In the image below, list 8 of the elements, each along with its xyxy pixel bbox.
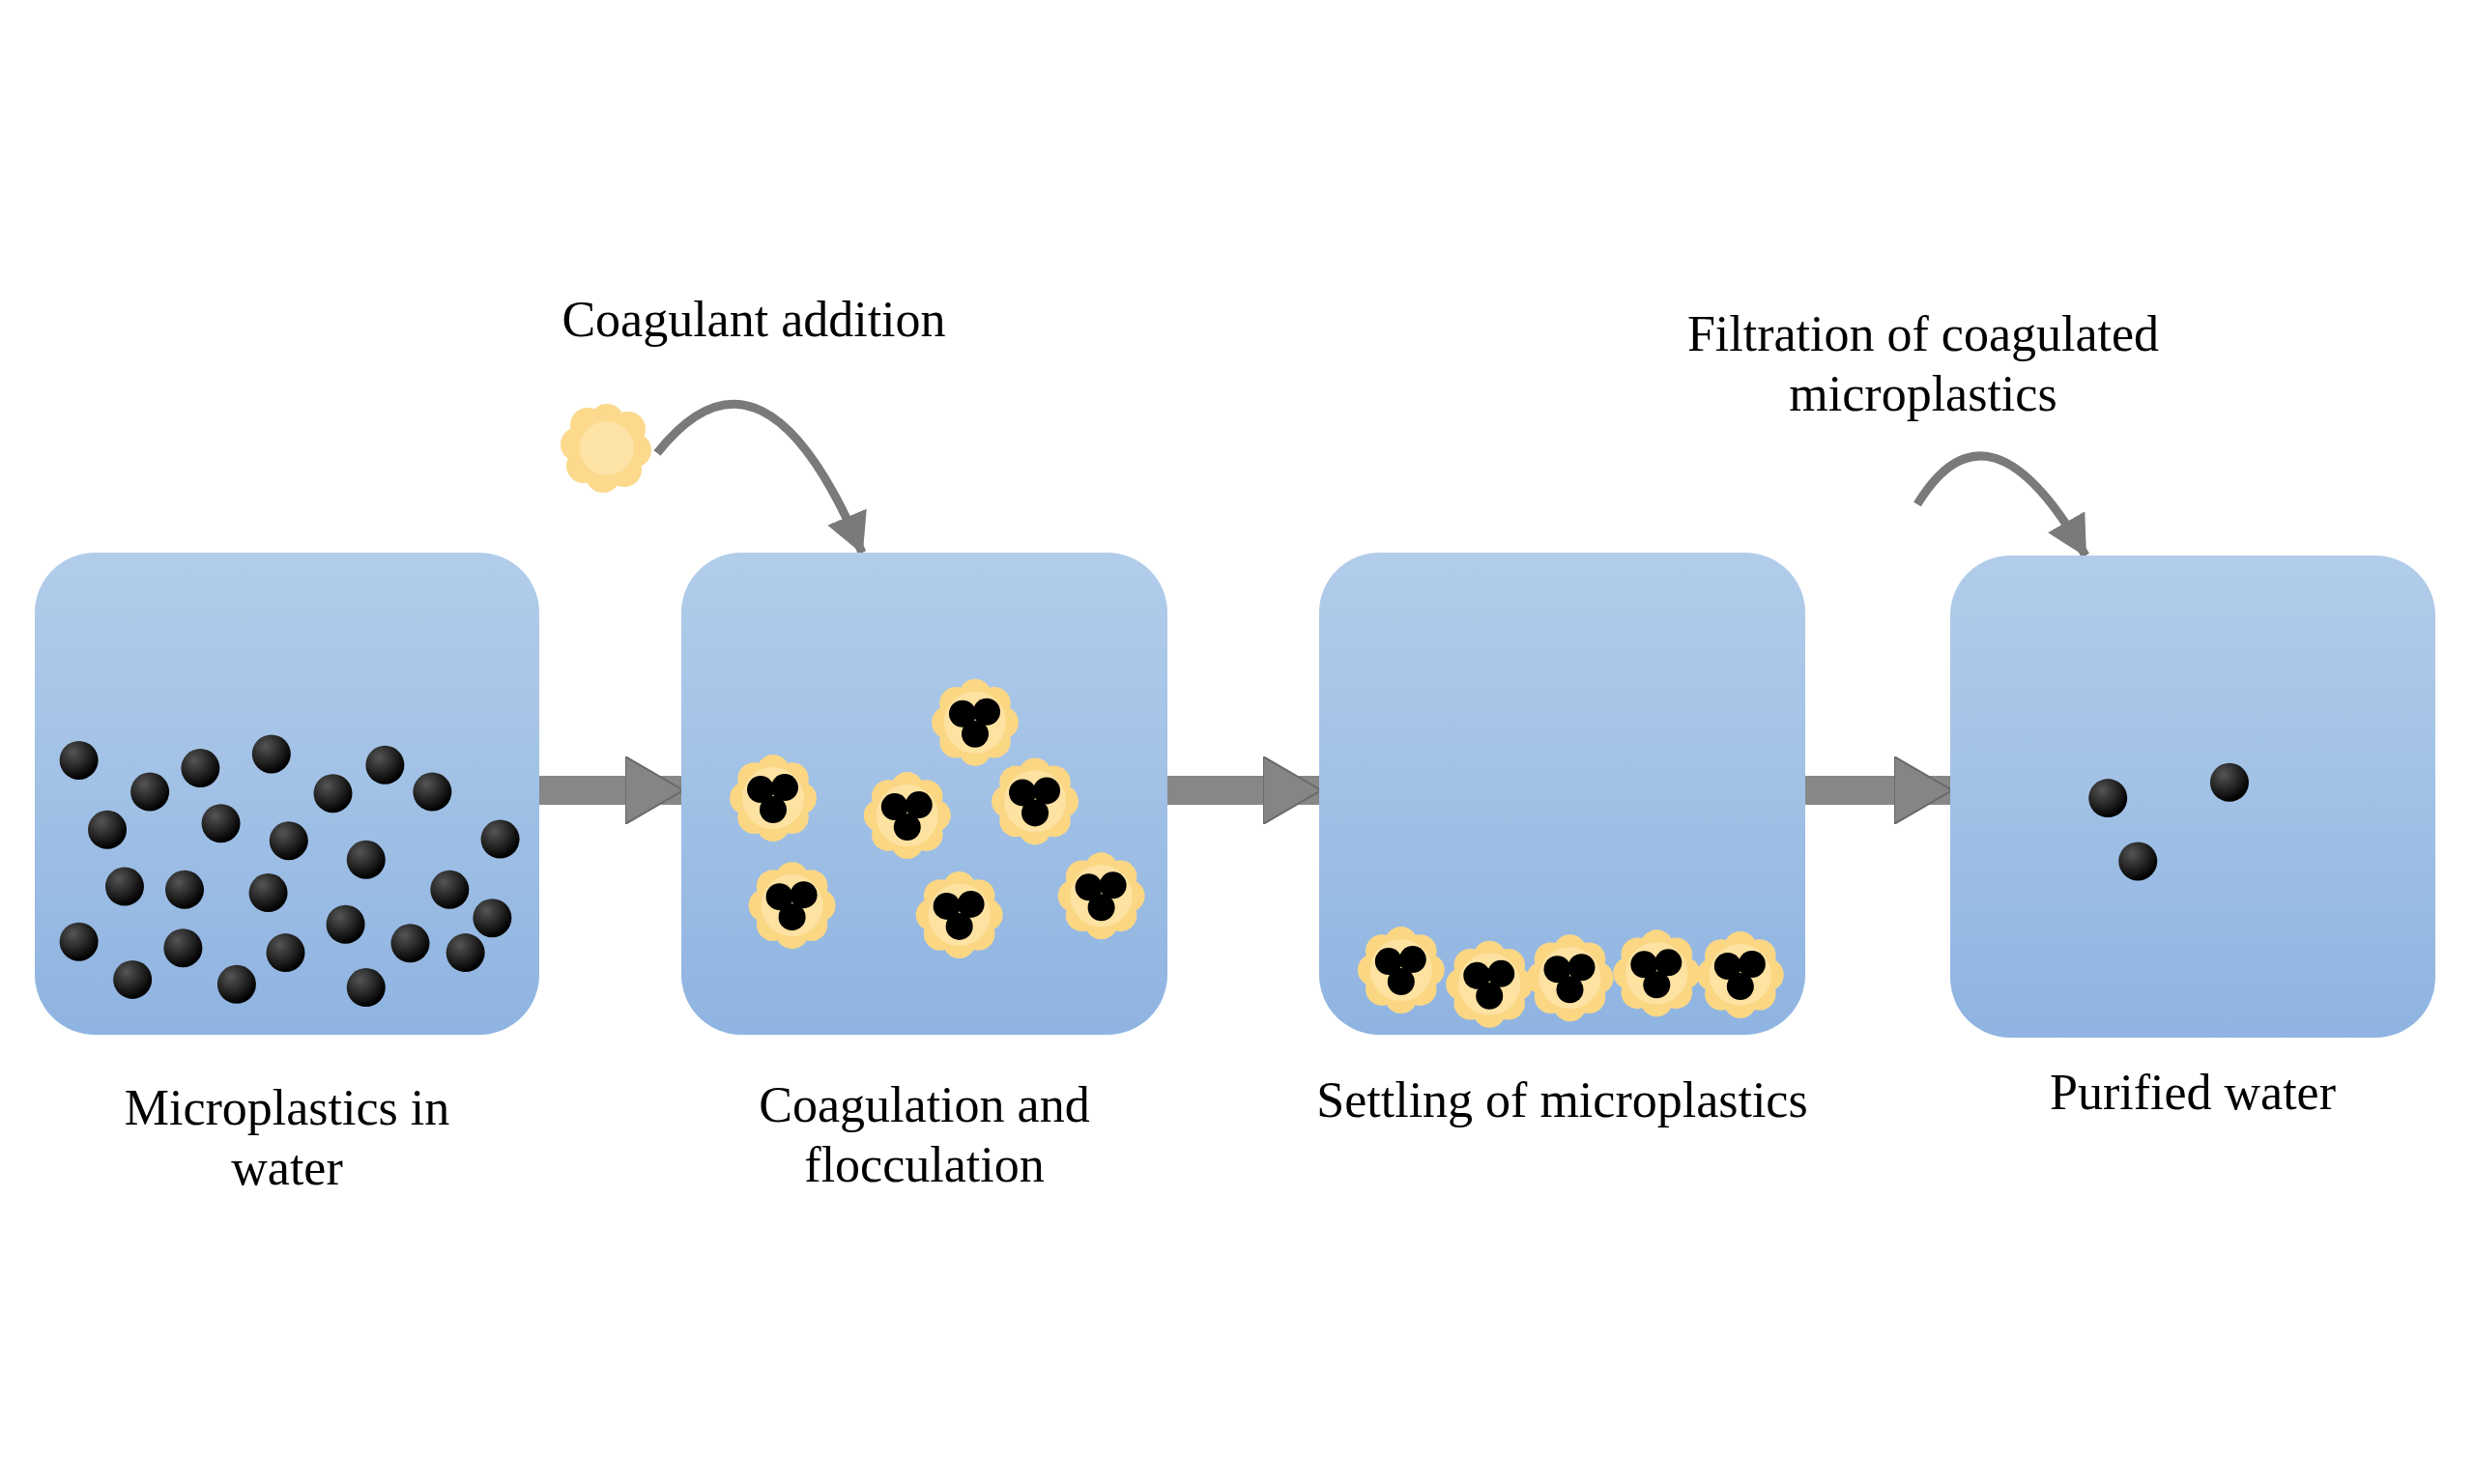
step-label: Filtration of coagulated microplastics [1685,305,2161,423]
curved-arrow [1913,451,2089,558]
stage-label: Coagulation and flocculation [758,1076,1091,1194]
stage-label: Microplastics in water [123,1079,451,1197]
stage-label: Purified water [2049,1064,2337,1122]
curved-arrow [653,400,867,555]
stage-label: Settling of microplastics [1315,1071,1809,1129]
step-label: Coagulant addition [561,291,947,349]
